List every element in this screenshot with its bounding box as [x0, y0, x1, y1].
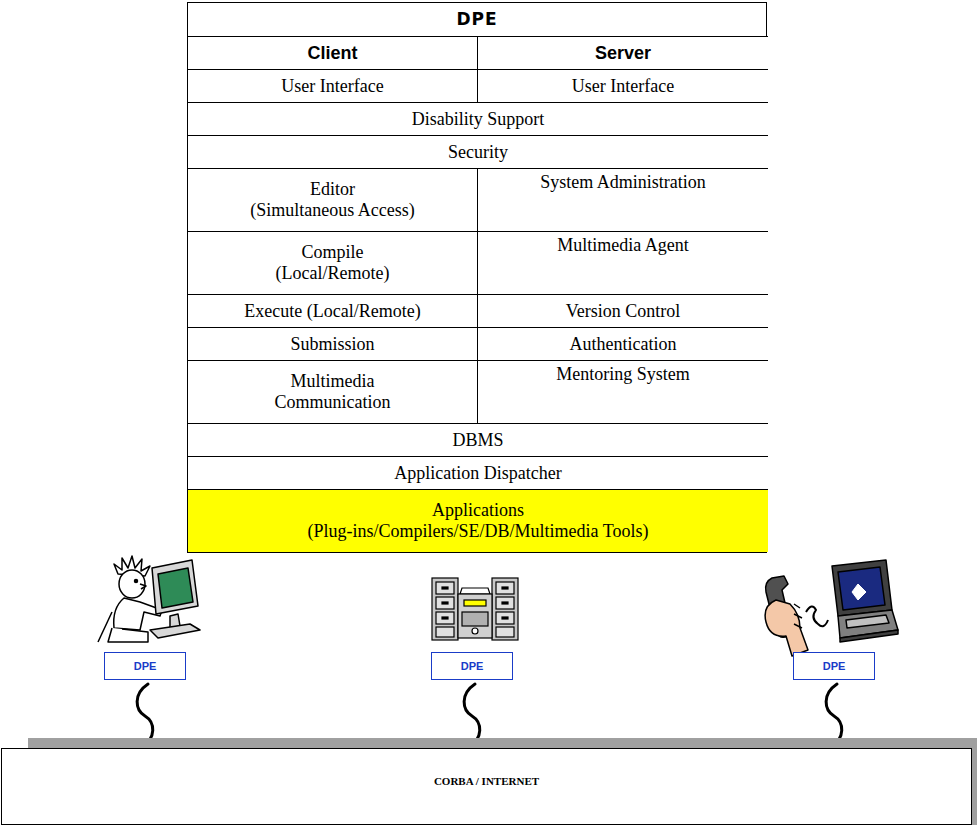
dpe-box: DPE — [793, 652, 875, 680]
layer-cell: User Interface — [477, 69, 768, 102]
box-label: Applications — [432, 500, 524, 521]
dpe-stack: DPE Client ServerUser Interface User Interf… — [187, 2, 767, 553]
layer-cell: Security — [188, 135, 768, 168]
box-label: Mentoring System — [556, 364, 690, 385]
mobile-user-icon — [765, 560, 898, 656]
dpe-box: DPE — [104, 652, 186, 680]
stack-title: DPE — [188, 3, 766, 35]
box-label: (Simultaneous Access) — [250, 200, 414, 221]
layer-cell: Applications(Plug-ins/Compilers/SE/DB/Mu… — [188, 489, 768, 552]
layer-cell: DBMS — [188, 423, 768, 456]
box-label: User Interface — [572, 76, 674, 97]
box-label: Version Control — [566, 301, 681, 322]
box-label: User Interface — [281, 76, 383, 97]
layer-cell: Execute (Local/Remote) — [188, 294, 477, 327]
box-label: Disability Support — [412, 109, 545, 130]
box-label: DPE — [823, 660, 846, 672]
box-label: Execute (Local/Remote) — [244, 301, 420, 322]
server-cabinets-icon — [432, 578, 518, 640]
layer-cell: Editor(Simultaneous Access) — [188, 168, 477, 231]
layer-cell: Mentoring System — [477, 360, 768, 423]
network-bar: CORBA / INTERNET — [1, 748, 972, 825]
box-label: Client — [307, 43, 357, 64]
box-label: (Local/Remote) — [276, 263, 390, 284]
dpe-box: DPE — [431, 652, 513, 680]
user-at-computer-icon — [98, 556, 200, 642]
box-label: CORBA / INTERNET — [434, 775, 539, 787]
box-label: Multimedia Communication — [275, 371, 391, 412]
box-label: DBMS — [452, 430, 503, 451]
layer-cell: Authentication — [477, 327, 768, 360]
layer-cell: Server — [477, 36, 768, 69]
layer-cell: User Interface — [188, 69, 477, 102]
box-label: Editor — [310, 179, 355, 200]
layer-cell: Compile(Local/Remote) — [188, 231, 477, 294]
box-label: Security — [448, 142, 508, 163]
layer-cell: System Administration — [477, 168, 768, 231]
layer-cell: Version Control — [477, 294, 768, 327]
layer-cell: Submission — [188, 327, 477, 360]
box-label: Compile — [302, 242, 364, 263]
box-label: DPE — [134, 660, 157, 672]
box-label: Application Dispatcher — [394, 463, 561, 484]
box-label: Authentication — [570, 334, 677, 355]
layer-cell: Disability Support — [188, 102, 768, 135]
box-label: Multimedia Agent — [557, 235, 688, 256]
layer-cell: Multimedia Agent — [477, 231, 768, 294]
box-label: Submission — [290, 334, 374, 355]
layer-cell: Application Dispatcher — [188, 456, 768, 489]
box-label: (Plug-ins/Compilers/SE/DB/Multimedia Too… — [308, 521, 649, 542]
box-label: System Administration — [540, 172, 706, 193]
box-label: DPE — [461, 660, 484, 672]
layer-cell: Client — [188, 36, 477, 69]
box-label: Server — [595, 43, 651, 64]
layer-cell: Multimedia Communication — [188, 360, 477, 423]
